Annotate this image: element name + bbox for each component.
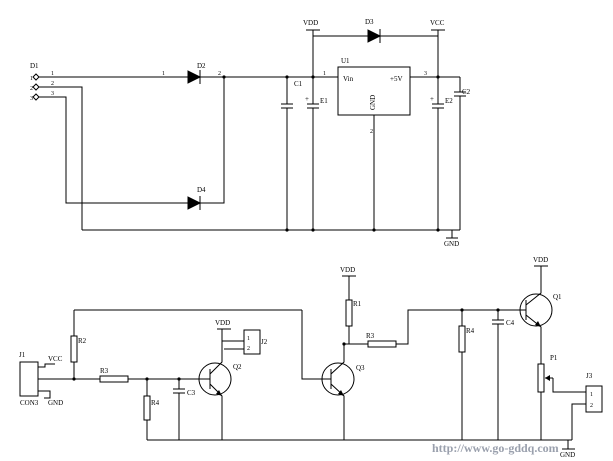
u1-pin-gnd: 2 (370, 129, 373, 135)
top-vcc-symbol (431, 29, 445, 36)
top-gnd-label: GND (444, 240, 459, 248)
top-vdd-label: VDD (303, 19, 318, 27)
j3-pin-1: 1 (590, 392, 593, 398)
top-vdd-symbol (306, 29, 320, 36)
diode-d4: D4 (187, 186, 206, 210)
r2-label: R2 (78, 337, 87, 345)
connector-j2: 1 2 J2 (243, 329, 268, 355)
d1-pin-markers (32, 73, 40, 101)
transistor-q3: Q3 (321, 344, 365, 440)
p1-label: P1 (550, 354, 558, 362)
resistor-r2: R2 (70, 309, 302, 381)
u1-label: U1 (341, 57, 350, 65)
j2-pin-2: 2 (247, 346, 250, 352)
watermark-text: http://www.go-gddq.com (432, 441, 559, 455)
transistor-q1: Q1 (519, 266, 562, 364)
d4-label: D4 (197, 186, 206, 194)
switching-section: J1 CON3 VCC GND R2 R3 R4 (19, 256, 603, 459)
u1-pin-out: 3 (424, 71, 427, 77)
svg-text:+: + (430, 95, 434, 103)
diode-d3: D3 (365, 18, 382, 43)
c2-label: C2 (462, 88, 471, 96)
d1-pin-2: 2 (30, 86, 33, 92)
q1-label: Q1 (553, 293, 562, 301)
net-pin-1: 1 (51, 71, 54, 77)
resistor-r3: R3 (99, 367, 205, 383)
diode-d2: D2 (187, 62, 206, 84)
resistor-r7: R4 (458, 310, 475, 440)
net-pin-2: 2 (51, 81, 54, 87)
r4-label: R4 (151, 399, 160, 407)
bottom-gnd-label: GND (560, 451, 575, 459)
j2-pin-1: 1 (247, 336, 250, 342)
u1-gnd: GND (369, 95, 377, 110)
d1-label: D1 (30, 62, 39, 70)
r6-label: R3 (366, 332, 375, 340)
resistor-r6: R3 (344, 309, 521, 348)
wire-r2-q3 (301, 310, 326, 380)
j1-name: CON3 (20, 399, 39, 407)
q2-label: Q2 (233, 363, 242, 371)
j2-label: J2 (261, 338, 268, 346)
wire-vdd2 (342, 275, 356, 344)
q3-label: Q3 (356, 364, 365, 372)
u1-out: +5V (390, 75, 403, 83)
wire-d2-d4-junction (200, 77, 225, 204)
c3-label: C3 (187, 389, 196, 397)
regulator-u1: U1 Vin +5V GND 2 (337, 57, 411, 230)
d3-label: D3 (365, 18, 374, 26)
wire-q2-j2 (217, 328, 244, 362)
r7-label: R4 (466, 327, 475, 335)
capacitor-c3: C3 (173, 379, 196, 440)
bottom-gnd-symbol (562, 440, 575, 450)
d2-pin-2: 2 (218, 71, 221, 77)
capacitor-e2: + E2 (430, 36, 453, 230)
e2-label: E2 (445, 97, 453, 105)
wire-d1-2 (39, 86, 83, 230)
connector-j1: J1 CON3 VCC GND (19, 351, 100, 407)
resistor-r5: R1 (345, 299, 362, 327)
r3-label: R3 (100, 367, 109, 375)
wire-d1-3 (39, 96, 188, 204)
connector-d1: D1 1 2 3 1 2 3 (30, 62, 54, 102)
j1-vcc: VCC (48, 355, 63, 363)
j3-pin-2: 2 (590, 403, 593, 409)
d2-pin-1: 1 (162, 71, 165, 77)
u1-pin-in: 1 (323, 71, 326, 77)
c4-label: C4 (506, 319, 515, 327)
potentiometer-p1: P1 (537, 354, 572, 440)
vdd1-label: VDD (215, 319, 230, 327)
j3-label: J3 (586, 372, 593, 380)
capacitor-e1: + E1 (305, 36, 328, 230)
d2-label: D2 (197, 62, 206, 70)
svg-text:+: + (305, 95, 309, 103)
net-pin-3: 3 (51, 91, 54, 97)
vdd2-label: VDD (340, 266, 355, 274)
top-gnd-symbol (446, 230, 458, 239)
c1-label: C1 (294, 80, 303, 88)
capacitor-c4: C4 (492, 310, 515, 440)
power-supply-section: D1 1 2 3 1 2 3 1 D2 2 D4 (30, 18, 471, 248)
connector-j3: J3 1 2 (571, 372, 603, 440)
d1-pin-1: 1 (30, 76, 33, 82)
capacitor-c1: C1 (281, 75, 303, 230)
capacitor-c2: C2 (454, 77, 471, 230)
r5-label: R1 (353, 300, 362, 308)
resistor-r4: R4 (143, 379, 160, 440)
vdd3-label: VDD (533, 256, 548, 264)
top-vcc-label: VCC (430, 19, 445, 27)
d1-pin-3: 3 (30, 96, 33, 102)
u1-vin: Vin (343, 75, 354, 83)
transistor-q2: Q2 (198, 329, 242, 440)
j1-gnd: GND (48, 399, 63, 407)
j1-label: J1 (19, 351, 26, 359)
e1-label: E1 (320, 97, 328, 105)
